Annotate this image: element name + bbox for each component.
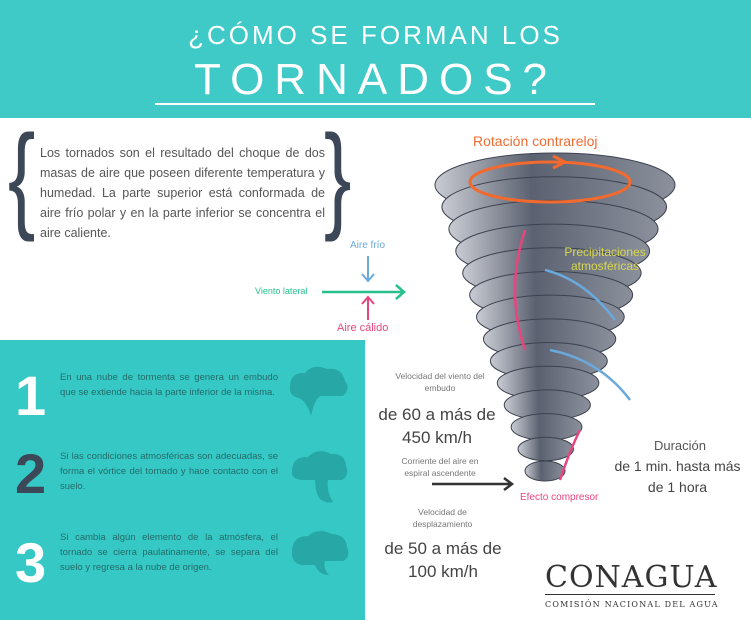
displacement-label: Velocidad de desplazamiento (412, 507, 473, 529)
step-text-2: Si las condiciones atmosféricas son adec… (60, 451, 278, 492)
step-number-2: 2 (15, 442, 47, 505)
cold-air-label: Aire frío (350, 240, 386, 251)
precipitation-label: Precipitaciones atmosféricas (564, 245, 646, 273)
title-line-1: ¿CÓMO SE FORMAN LOS (188, 20, 563, 50)
side-wind-label: Viento lateral (255, 286, 308, 296)
conagua-subtitle: COMISIÓN NACIONAL DEL AGUA (545, 600, 719, 609)
duration-label: Duración (653, 438, 707, 453)
step-text-3: Si cambia algún elemento de la atmósfera… (60, 532, 278, 573)
wind-speed-value: de 60 a más de 450 km/h (378, 405, 496, 447)
cloud-funnel-icon (289, 366, 348, 416)
displacement-value: de 50 a más de 100 km/h (384, 539, 502, 581)
intro-text: Los tornados son el resultado del choque… (40, 146, 325, 240)
right-brace-icon: } (323, 111, 352, 243)
title-line-2: TORNADOS? (193, 55, 558, 104)
header-banner (0, 0, 751, 118)
tornado-ring (510, 413, 583, 441)
warm-air-label: Aire cálido (337, 322, 389, 334)
compressor-arrow-icon (558, 429, 582, 481)
conagua-logo: CONAGUA (545, 560, 718, 595)
wind-speed-label: Velocidad del viento del embudo (395, 371, 485, 393)
spiral-arrow-icon (544, 268, 631, 401)
cloud-icons (289, 366, 349, 575)
rotation-label: Rotación contrareloj (473, 133, 598, 149)
current-label: Corriente del aire en espiral ascendente (401, 456, 479, 478)
air-arrows (322, 256, 406, 320)
rotation-arrowhead-icon (552, 154, 566, 170)
rotation-arrow-icon (468, 160, 632, 204)
compressor-label: Efecto compresor (520, 492, 599, 503)
updraft-arrow-icon (513, 229, 527, 351)
cloud-dissipating-icon (291, 530, 349, 575)
cloud-vortex-icon (291, 451, 348, 503)
step-text-1: En una nube de tormenta se genera un emb… (60, 372, 278, 398)
tornado-ring (524, 460, 566, 482)
current-arrow-icon (432, 477, 515, 491)
tornado-ring (517, 436, 574, 462)
logo-divider (545, 594, 715, 595)
tornado-illustration (434, 152, 676, 482)
warm-air-arrow-icon (361, 295, 375, 320)
step-number-3: 3 (15, 531, 47, 594)
title-underline (155, 103, 595, 105)
side-wind-arrow-icon (322, 284, 406, 300)
step-number-1: 1 (15, 364, 47, 427)
cold-air-arrow-icon (361, 256, 375, 283)
left-brace-icon: { (7, 111, 36, 243)
duration-value: de 1 min. hasta más de 1 hora (614, 458, 741, 495)
